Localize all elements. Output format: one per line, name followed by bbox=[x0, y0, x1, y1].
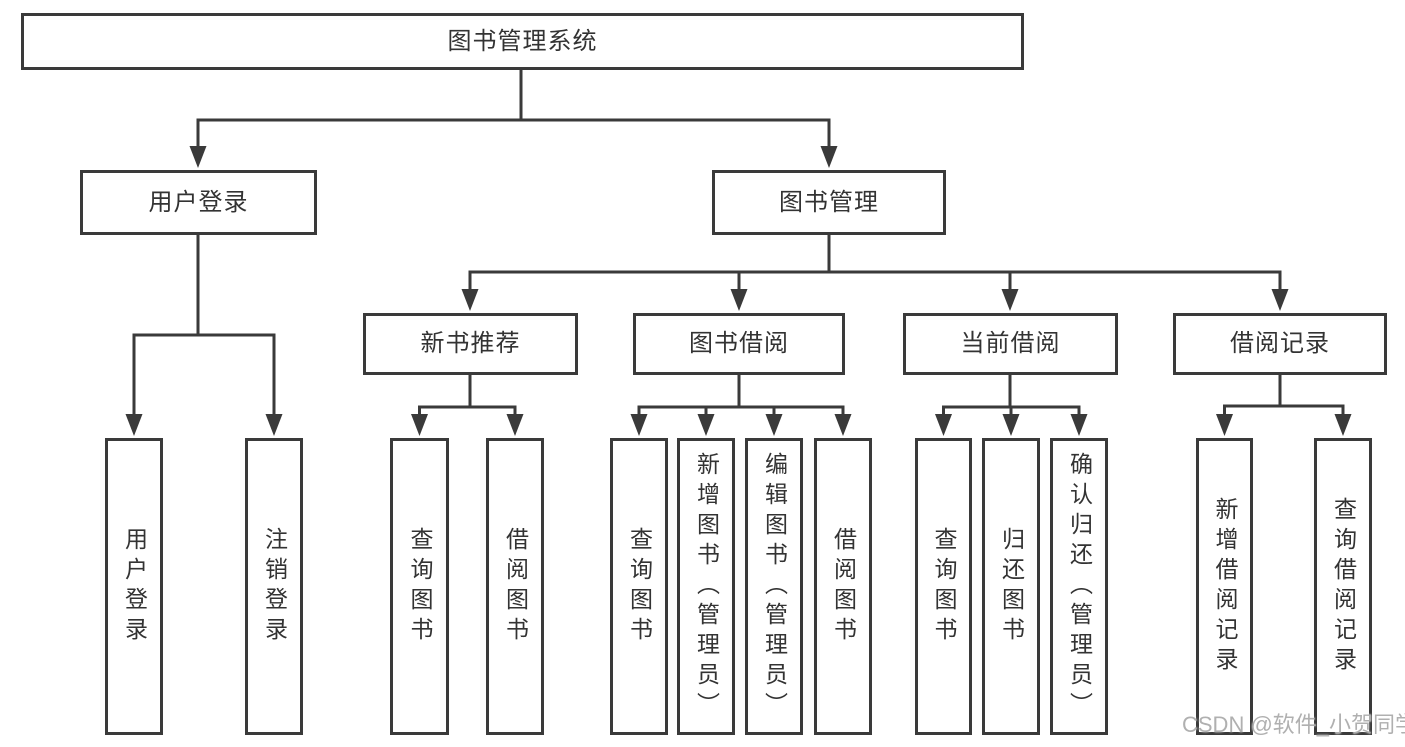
node-label: 查询图书 bbox=[931, 526, 957, 647]
node-label: 查询图书 bbox=[407, 526, 433, 647]
node-label: 图书管理 bbox=[779, 188, 879, 216]
node-book-borrow: 图书借阅 bbox=[633, 313, 845, 375]
node-label: 确认归还（管理员） bbox=[1066, 451, 1093, 722]
connector-currentborrow-to-leaves bbox=[935, 375, 1088, 436]
node-new-book-recommend: 新书推荐 bbox=[363, 313, 578, 375]
connector-bookborrow-to-leaves bbox=[630, 375, 852, 436]
node-user-login: 用户登录 bbox=[80, 170, 317, 235]
node-label: 新增借阅记录 bbox=[1212, 496, 1238, 677]
leaf-add-book-admin: 新增图书（管理员） bbox=[677, 438, 735, 735]
node-label: 用户登录 bbox=[121, 526, 148, 647]
leaf-edit-book-admin: 编辑图书（管理员） bbox=[745, 438, 803, 735]
node-label: 注销登录 bbox=[261, 526, 288, 647]
node-root: 图书管理系统 bbox=[21, 13, 1024, 70]
leaf-query-book-borrow: 查询图书 bbox=[610, 438, 668, 735]
node-label: 借阅图书 bbox=[830, 526, 857, 647]
node-current-borrow: 当前借阅 bbox=[903, 313, 1118, 375]
node-label: 借阅记录 bbox=[1230, 330, 1330, 357]
node-label: 用户登录 bbox=[148, 188, 249, 216]
leaf-add-borrow-record: 新增借阅记录 bbox=[1196, 438, 1253, 735]
connector-newbook-to-leaves bbox=[411, 375, 524, 436]
leaf-borrow-book: 借阅图书 bbox=[814, 438, 872, 735]
leaf-query-book-recommend: 查询图书 bbox=[390, 438, 449, 735]
node-label: 编辑图书（管理员） bbox=[761, 451, 788, 722]
node-label: 当前借阅 bbox=[960, 330, 1061, 357]
leaf-query-book-current: 查询图书 bbox=[915, 438, 972, 735]
node-label: 图书借阅 bbox=[689, 330, 789, 357]
leaf-query-borrow-record: 查询借阅记录 bbox=[1314, 438, 1372, 735]
connector-bookmgmt-to-level3 bbox=[461, 235, 1289, 311]
node-label: 查询借阅记录 bbox=[1330, 496, 1357, 677]
node-book-management: 图书管理 bbox=[712, 170, 946, 235]
node-label: 新书推荐 bbox=[420, 330, 521, 357]
connector-userlogin-to-leaves bbox=[125, 235, 283, 436]
connector-root-to-level2 bbox=[189, 70, 838, 168]
leaf-logout: 注销登录 bbox=[245, 438, 303, 735]
leaf-user-login: 用户登录 bbox=[105, 438, 163, 735]
leaf-confirm-return-admin: 确认归还（管理员） bbox=[1050, 438, 1108, 735]
node-borrow-records: 借阅记录 bbox=[1173, 313, 1387, 375]
leaf-borrow-book-recommend: 借阅图书 bbox=[486, 438, 544, 735]
node-label: 借阅图书 bbox=[502, 526, 529, 647]
leaf-return-book: 归还图书 bbox=[982, 438, 1040, 735]
node-label: 图书管理系统 bbox=[447, 27, 598, 55]
connector-borrowrecords-to-leaves bbox=[1216, 375, 1352, 436]
node-label: 查询图书 bbox=[626, 526, 653, 647]
node-label: 归还图书 bbox=[998, 526, 1025, 647]
node-label: 新增图书（管理员） bbox=[693, 451, 720, 722]
